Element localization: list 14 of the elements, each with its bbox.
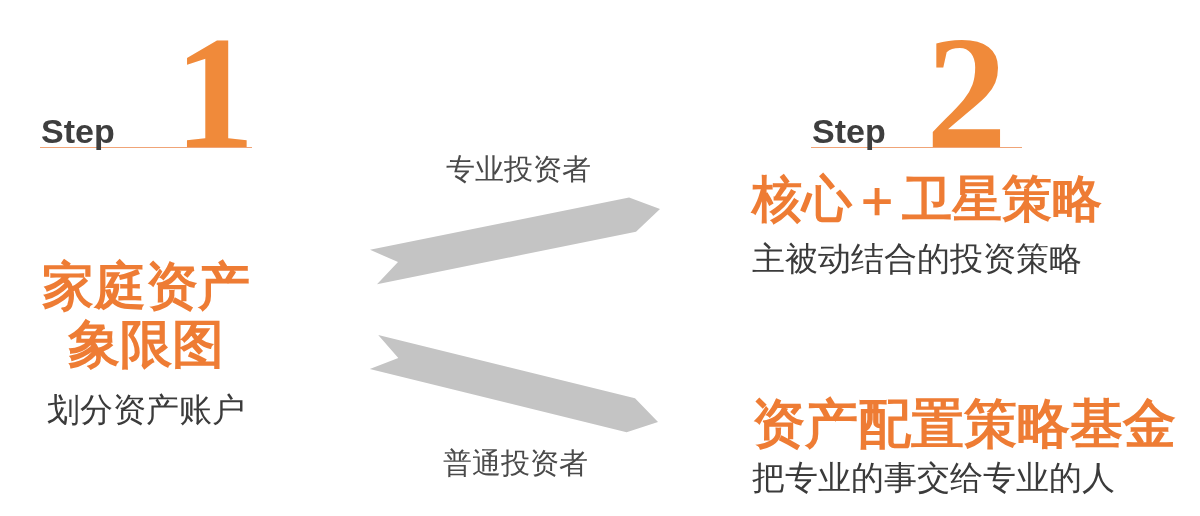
step-label: Step xyxy=(812,114,886,148)
heading: 资产配置策略基金 xyxy=(752,394,1176,452)
edge-label: 专业投资者 xyxy=(446,152,591,186)
edge-label: 普通投资者 xyxy=(443,446,588,480)
step-number: 1 xyxy=(174,37,255,149)
step-number: 2 xyxy=(926,37,1007,149)
step-label: Step xyxy=(41,114,115,148)
ribbon-arrow xyxy=(369,335,658,433)
heading: 家庭资产象限图 xyxy=(41,257,251,373)
heading: 核心＋卫星策略 xyxy=(752,171,1102,227)
subheading: 主被动结合的投资策略 xyxy=(752,240,1082,278)
subheading: 把专业的事交给专业的人 xyxy=(752,459,1115,497)
ribbon-arrow xyxy=(370,197,660,285)
subheading: 划分资产账户 xyxy=(47,391,245,429)
